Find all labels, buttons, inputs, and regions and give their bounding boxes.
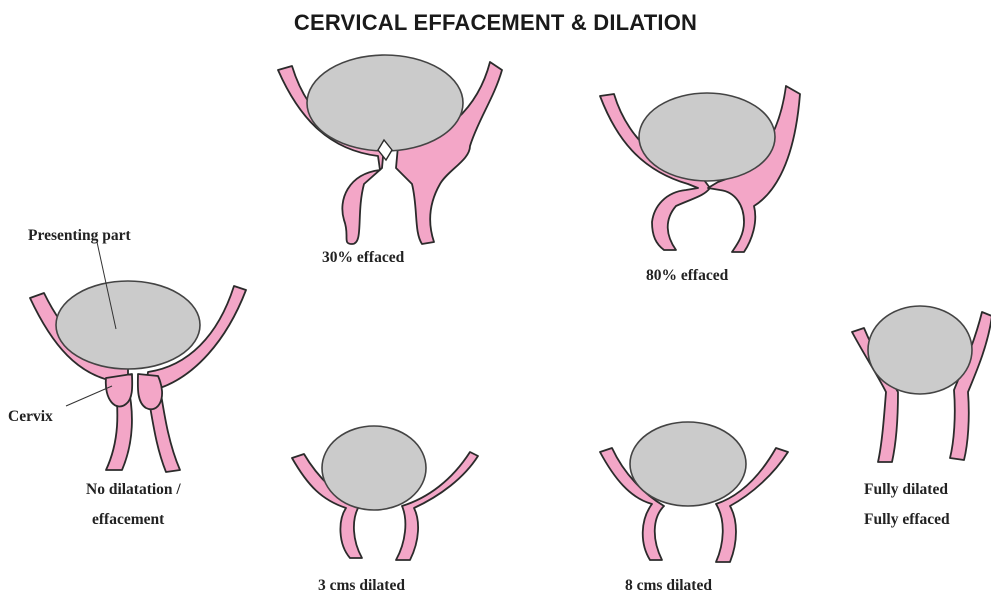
stage-3cm-dilated: 3 cms dilated — [292, 426, 478, 594]
presenting-part — [322, 426, 426, 510]
presenting-part — [307, 55, 463, 151]
stage-fully-dilated: Fully dilated Fully effaced — [852, 306, 991, 528]
stage-80-effaced: 80% effaced — [600, 86, 800, 284]
stage-fully-label-1: Fully dilated — [864, 481, 948, 498]
cervix-left-lip — [106, 374, 132, 406]
stage-30-effaced-label: 30% effaced — [322, 249, 405, 266]
stage-no-dilatation-label-2: effacement — [92, 511, 165, 528]
stage-no-dilatation: Presenting part Cervix No dilatation / e… — [8, 227, 246, 528]
stage-3cm-dilated-label: 3 cms dilated — [318, 577, 405, 594]
presenting-part-label: Presenting part — [28, 227, 131, 244]
cervix-leader — [66, 386, 112, 406]
presenting-part — [639, 93, 775, 181]
stage-80-effaced-label: 80% effaced — [646, 267, 729, 284]
stage-no-dilatation-label-1: No dilatation / — [86, 481, 181, 498]
stage-fully-label-2: Fully effaced — [864, 511, 950, 528]
stage-30-effaced: 30% effaced — [278, 55, 502, 266]
stage-8cm-dilated: 8 cms dilated — [600, 422, 788, 594]
presenting-part — [630, 422, 746, 506]
presenting-part — [56, 281, 200, 369]
stage-8cm-dilated-label: 8 cms dilated — [625, 577, 712, 594]
cervix-right-lip — [138, 374, 162, 409]
presenting-part — [868, 306, 972, 394]
cervix-label: Cervix — [8, 408, 53, 425]
